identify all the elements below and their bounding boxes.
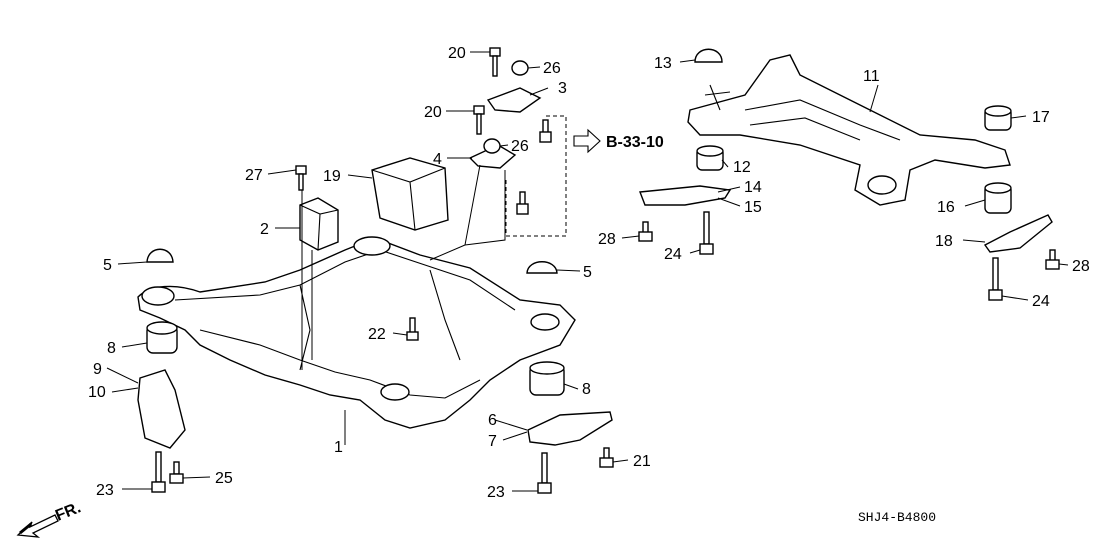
callout-24-left: 24 (664, 246, 682, 263)
callout-19: 19 (323, 168, 341, 185)
bolt-22 (406, 317, 419, 341)
front-direction-label: FR. (53, 499, 83, 524)
callout-numbers: 1 2 3 4 5 5 6 7 8 8 9 10 11 12 13 14 15 … (88, 45, 1090, 501)
callout-24-right: 24 (1032, 293, 1050, 310)
bolt-24-left (699, 211, 714, 255)
callout-3: 3 (558, 80, 567, 97)
callout-18: 18 (935, 233, 953, 250)
bolts-in-dashed-box (516, 119, 552, 215)
callout-5-right: 5 (583, 264, 592, 281)
bolt-23-left (151, 451, 166, 493)
nut-26-upper (511, 60, 529, 76)
callout-4: 4 (433, 151, 442, 168)
front-direction-arrow-icon (16, 514, 59, 538)
callout-26-lower: 26 (511, 138, 529, 155)
bushing-12 (696, 145, 724, 171)
stiffener-14-15 (639, 185, 732, 206)
bolt-28-right (1045, 249, 1060, 270)
leader-lines (106, 51, 1069, 492)
bolt-20-lower (473, 105, 485, 135)
callout-21: 21 (633, 453, 651, 470)
callout-6: 6 (488, 412, 497, 429)
detail-box (505, 115, 567, 237)
bushing-8-left (146, 321, 178, 354)
reference-label: B-33-10 (606, 134, 664, 151)
callout-20-upper: 20 (448, 45, 466, 62)
front-subframe (137, 236, 576, 429)
callout-28-left: 28 (598, 231, 616, 248)
callout-7: 7 (488, 433, 497, 450)
callout-25: 25 (215, 470, 233, 487)
stiffener-18 (983, 214, 1053, 253)
callout-16: 16 (937, 199, 955, 216)
callout-10: 10 (88, 384, 106, 401)
callout-2: 2 (260, 221, 269, 238)
bushing-17 (984, 105, 1012, 131)
callout-14: 14 (744, 179, 762, 196)
callout-17: 17 (1032, 109, 1050, 126)
callout-28-right: 28 (1072, 258, 1090, 275)
bushing-16 (984, 182, 1012, 214)
callout-8-left: 8 (107, 340, 116, 357)
stopper-5-right (526, 261, 558, 274)
callout-26-upper: 26 (543, 60, 561, 77)
callout-23-left: 23 (96, 482, 114, 499)
callout-20-lower: 20 (424, 104, 442, 121)
bolt-24-right (988, 257, 1003, 301)
bolt-27 (295, 165, 307, 191)
callout-8-right: 8 (582, 381, 591, 398)
callout-11: 11 (863, 68, 880, 85)
callout-12: 12 (733, 159, 751, 176)
callout-9: 9 (93, 361, 102, 378)
drawing-code: SHJ4-B4800 (858, 510, 936, 525)
stopper-13 (694, 48, 723, 63)
bolt-20-upper (489, 47, 501, 77)
bushing-8-right (529, 361, 565, 396)
stiffener-6-7 (527, 411, 613, 446)
stiffener-9-10 (137, 369, 186, 449)
callout-27: 27 (245, 167, 263, 184)
engine-mount-bracket-19 (371, 157, 449, 231)
bolt-23-right (537, 452, 552, 494)
mount-2 (299, 197, 339, 251)
bolt-28-left (638, 221, 653, 242)
stopper-5-left (146, 248, 174, 263)
callout-13: 13 (654, 55, 672, 72)
rear-subframe (687, 54, 1011, 206)
nut-26-lower (483, 138, 501, 154)
bolt-25 (169, 461, 184, 484)
callout-15: 15 (744, 199, 762, 216)
callout-22: 22 (368, 326, 386, 343)
bolt-21 (599, 447, 614, 468)
callout-1: 1 (334, 439, 343, 456)
bracket-3 (486, 87, 542, 113)
reference-arrow-icon (573, 128, 601, 154)
callout-23-right: 23 (487, 484, 505, 501)
callout-5-left: 5 (103, 257, 112, 274)
